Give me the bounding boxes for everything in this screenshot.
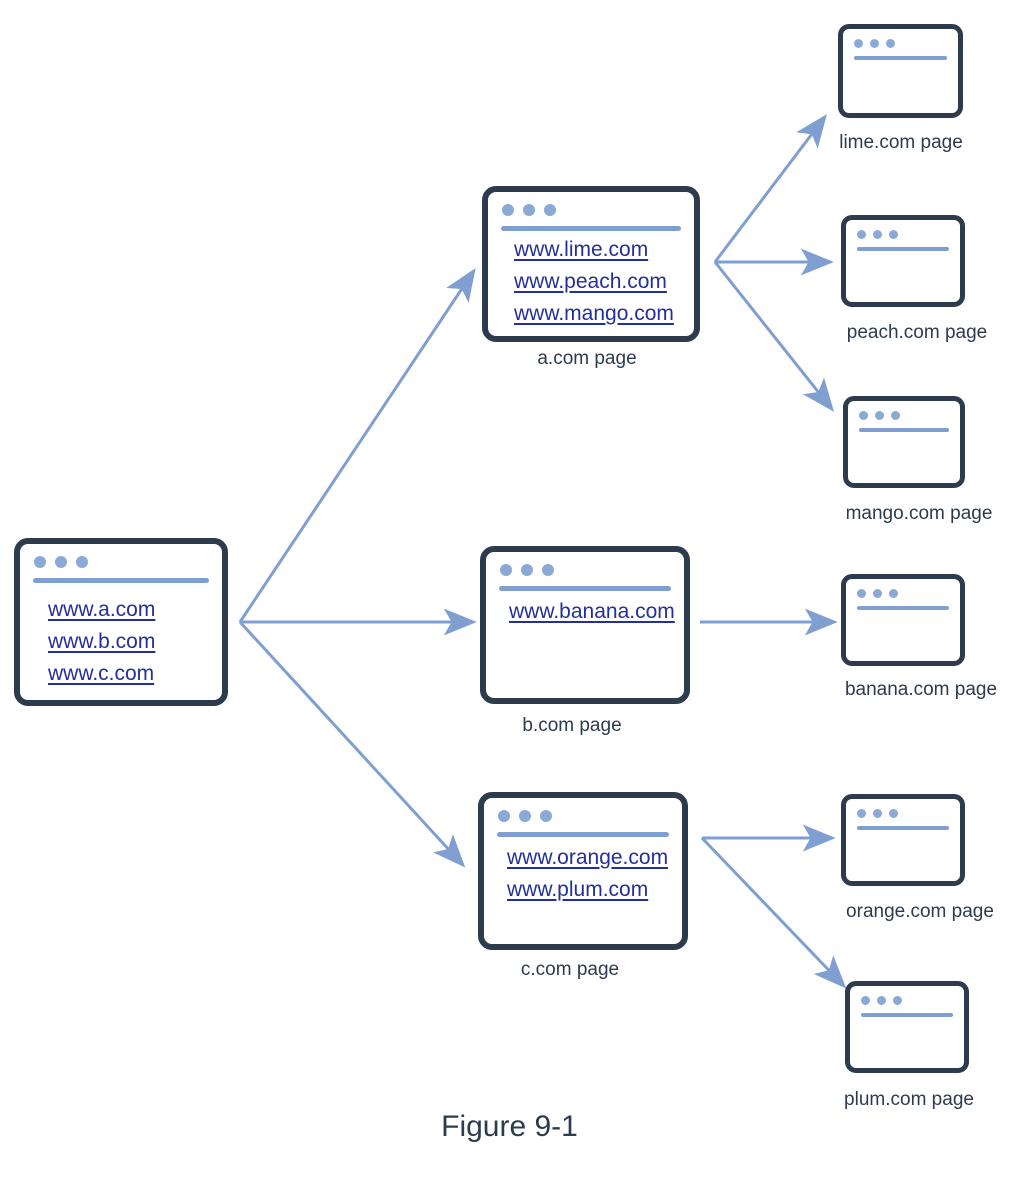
caption-mango-com-page: mango.com page xyxy=(845,503,993,524)
arrow-a-to-mango xyxy=(713,261,834,412)
browser-dot-icon xyxy=(857,809,866,818)
link-www-b-com[interactable]: www.b.com xyxy=(48,630,156,653)
browser-dot-icon xyxy=(891,411,900,420)
browser-dot-icon xyxy=(889,230,898,239)
caption-orange-com-page: orange.com page xyxy=(846,901,994,922)
browser-window-peach-com[interactable] xyxy=(841,215,965,307)
link-www-lime-com[interactable]: www.lime.com xyxy=(514,238,649,261)
arrow-c-to-plum xyxy=(700,836,847,989)
caption-c-com-page: c.com page xyxy=(520,959,620,980)
browser-dot-icon xyxy=(861,996,870,1005)
browser-window-a-com[interactable]: www.lime.com www.peach.com www.mango.com xyxy=(482,186,700,342)
window-dots-b-com xyxy=(500,564,554,576)
window-dots-a-com xyxy=(502,204,556,216)
window-dots-plum-com xyxy=(861,996,902,1005)
address-bar-icon xyxy=(857,247,949,251)
address-bar-icon xyxy=(499,586,671,591)
browser-dot-icon xyxy=(886,39,895,48)
browser-window-plum-com[interactable] xyxy=(845,981,969,1073)
browser-dot-icon xyxy=(55,556,67,568)
caption-a-com-page: a.com page xyxy=(537,348,637,369)
browser-window-orange-com[interactable] xyxy=(841,794,965,886)
figure-title: Figure 9-1 xyxy=(441,1110,578,1143)
caption-lime-com-page: lime.com page xyxy=(839,132,963,153)
browser-dot-icon xyxy=(870,39,879,48)
browser-dot-icon xyxy=(889,809,898,818)
address-bar-icon xyxy=(857,606,949,610)
browser-dot-icon xyxy=(498,810,510,822)
browser-dot-icon xyxy=(875,411,884,420)
link-www-mango-com[interactable]: www.mango.com xyxy=(514,302,674,325)
browser-dot-icon xyxy=(519,810,531,822)
browser-dot-icon xyxy=(877,996,886,1005)
browser-dot-icon xyxy=(873,809,882,818)
window-dots-mango-com xyxy=(859,411,900,420)
browser-dot-icon xyxy=(500,564,512,576)
address-bar-icon xyxy=(501,226,681,231)
link-list-c-com: www.orange.com www.plum.com xyxy=(507,842,672,906)
caption-b-com-page: b.com page xyxy=(522,715,622,736)
link-www-plum-com[interactable]: www.plum.com xyxy=(507,878,649,901)
browser-dot-icon xyxy=(502,204,514,216)
link-list-root: www.a.com www.b.com www.c.com xyxy=(48,594,212,690)
browser-dot-icon xyxy=(889,589,898,598)
address-bar-icon xyxy=(857,826,949,830)
window-dots-banana-com xyxy=(857,589,898,598)
browser-dot-icon xyxy=(854,39,863,48)
arrow-root-to-a xyxy=(238,268,476,623)
browser-dot-icon xyxy=(542,564,554,576)
arrow-root-to-c xyxy=(238,620,466,868)
link-list-a-com: www.lime.com www.peach.com www.mango.com xyxy=(514,234,684,330)
window-dots-lime-com xyxy=(854,39,895,48)
browser-dot-icon xyxy=(873,230,882,239)
browser-dot-icon xyxy=(76,556,88,568)
link-www-orange-com[interactable]: www.orange.com xyxy=(507,846,669,869)
browser-dot-icon xyxy=(893,996,902,1005)
address-bar-icon xyxy=(859,428,949,432)
browser-dot-icon xyxy=(857,230,866,239)
browser-window-mango-com[interactable] xyxy=(843,396,965,488)
link-www-peach-com[interactable]: www.peach.com xyxy=(514,270,667,293)
browser-dot-icon xyxy=(540,810,552,822)
link-list-b-com: www.banana.com xyxy=(509,596,675,628)
browser-dot-icon xyxy=(873,589,882,598)
caption-plum-com-page: plum.com page xyxy=(844,1089,974,1110)
window-dots-peach-com xyxy=(857,230,898,239)
browser-dot-icon xyxy=(859,411,868,420)
window-dots-orange-com xyxy=(857,809,898,818)
browser-dot-icon xyxy=(857,589,866,598)
address-bar-icon xyxy=(854,56,947,60)
browser-window-c-com[interactable]: www.orange.com www.plum.com xyxy=(478,792,688,950)
browser-window-b-com[interactable]: www.banana.com xyxy=(480,546,690,704)
caption-peach-com-page: peach.com page xyxy=(846,322,988,343)
browser-dot-icon xyxy=(521,564,533,576)
browser-window-banana-com[interactable] xyxy=(841,574,965,666)
link-www-banana-com[interactable]: www.banana.com xyxy=(509,600,675,623)
link-www-a-com[interactable]: www.a.com xyxy=(48,598,156,621)
window-dots-c-com xyxy=(498,810,552,822)
browser-window-lime-com[interactable] xyxy=(838,24,963,118)
caption-banana-com-page: banana.com page xyxy=(844,679,998,700)
window-dots-root xyxy=(34,556,88,568)
link-www-c-com[interactable]: www.c.com xyxy=(48,662,155,685)
browser-window-root[interactable]: www.a.com www.b.com www.c.com xyxy=(14,538,228,706)
arrow-a-to-lime xyxy=(713,114,827,263)
address-bar-icon xyxy=(33,578,209,583)
browser-dot-icon xyxy=(523,204,535,216)
address-bar-icon xyxy=(497,832,669,837)
browser-dot-icon xyxy=(34,556,46,568)
address-bar-icon xyxy=(861,1013,953,1017)
browser-dot-icon xyxy=(544,204,556,216)
